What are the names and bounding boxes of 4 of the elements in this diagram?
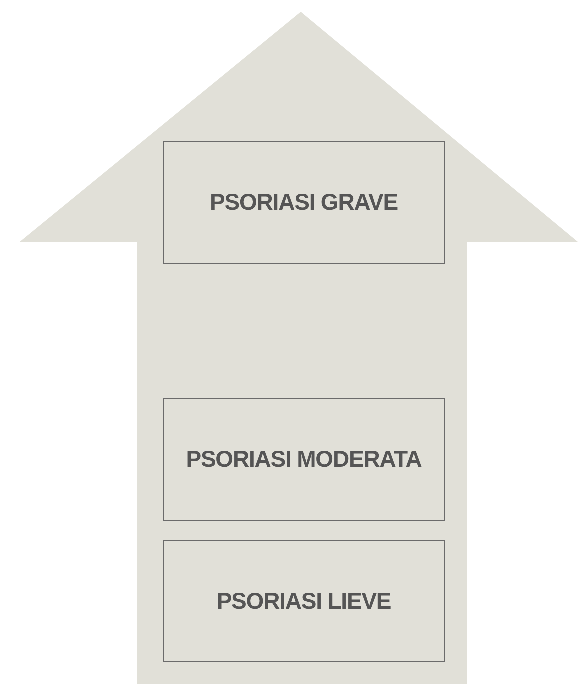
severity-label-box: PSORIASI GRAVE <box>163 141 445 264</box>
severity-label-box: PSORIASI MODERATA <box>163 398 445 521</box>
severity-label-box: PSORIASI LIEVE <box>163 540 445 662</box>
up-arrow-shape <box>20 12 578 684</box>
